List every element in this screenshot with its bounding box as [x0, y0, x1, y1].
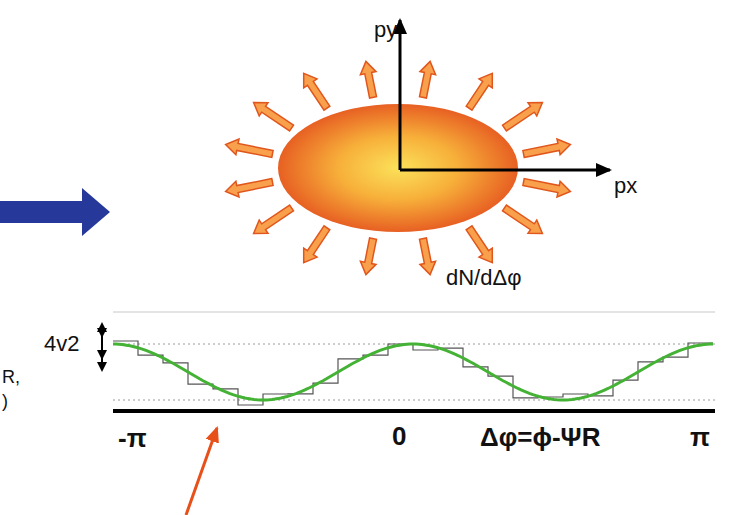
tick-label: 0	[392, 422, 406, 451]
grid-line	[113, 400, 715, 401]
flow-arrow	[304, 226, 330, 263]
flow-arrow	[226, 139, 274, 157]
axis-label: px	[614, 174, 637, 198]
flow-arrow	[226, 179, 274, 197]
amplitude-arrow	[101, 324, 103, 340]
axis-title: dN/dΔφ	[446, 266, 521, 290]
amplitude-arrow	[101, 354, 103, 370]
histogram-step	[113, 341, 713, 405]
flow-arrow	[254, 103, 294, 131]
amplitude-label: 4v2	[44, 332, 79, 356]
flow-arrow	[503, 205, 543, 233]
px-axis	[400, 169, 610, 172]
flow-arrow	[420, 61, 436, 98]
flow-arrow	[304, 73, 330, 110]
x-axis	[113, 409, 715, 413]
fireball-ellipse	[278, 104, 518, 232]
flow-arrow	[360, 238, 376, 275]
flow-arrow	[420, 238, 436, 275]
py-axis	[399, 20, 402, 170]
cropped-text: )	[2, 392, 8, 412]
flow-arrow	[523, 179, 571, 197]
histogram	[113, 341, 713, 405]
grid-line	[113, 312, 715, 313]
flow-arrow	[360, 61, 376, 98]
flow-arrow	[466, 226, 492, 263]
flow-arrows	[226, 61, 571, 274]
flow-arrow	[503, 103, 543, 131]
flow-arrow	[254, 205, 294, 233]
flow-arrow	[523, 139, 571, 157]
pointer-arrow	[186, 428, 217, 515]
tick-label: -π	[118, 424, 147, 453]
flow-arrow	[466, 73, 492, 110]
tick-label: π	[690, 423, 710, 452]
axis-label: py	[374, 18, 397, 42]
cosine-fit	[113, 344, 713, 400]
blue-arrow	[0, 188, 110, 236]
axis-title: Δφ=ϕ-ΨR	[480, 423, 600, 452]
cropped-text: R,	[2, 368, 20, 388]
